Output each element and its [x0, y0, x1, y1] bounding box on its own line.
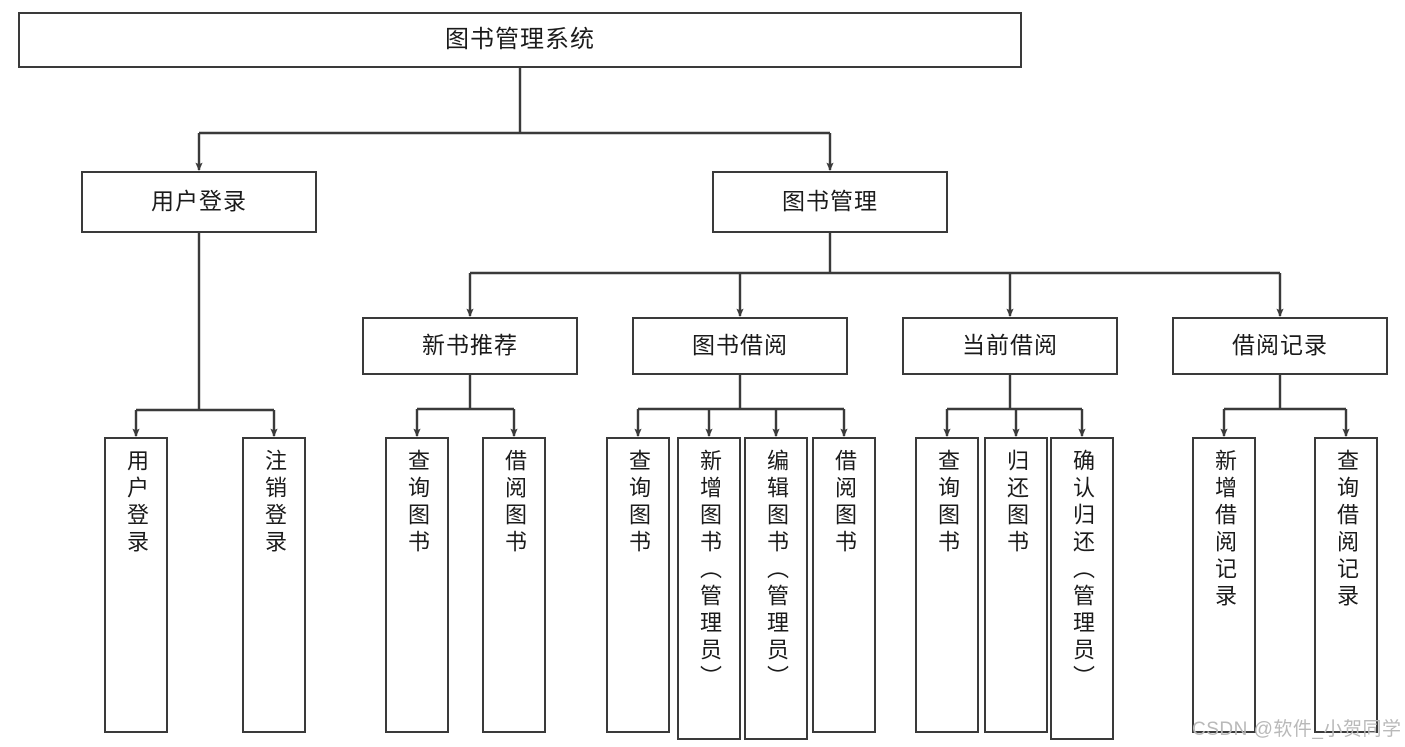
node-label: 新增借阅记录: [1212, 449, 1237, 611]
node-borrow-record[interactable]: 借阅记录: [1172, 317, 1388, 375]
node-label: 新增图书（管理员）: [697, 449, 722, 692]
node-leaf-query-book-2[interactable]: 查询图书: [606, 437, 670, 733]
node-new-book-rec[interactable]: 新书推荐: [362, 317, 578, 375]
edge-paths: [132, 68, 1350, 437]
node-leaf-logout-login[interactable]: 注销登录: [242, 437, 306, 733]
node-label: 新书推荐: [422, 332, 518, 359]
node-label: 查询借阅记录: [1334, 449, 1359, 611]
node-leaf-borrow-book-1[interactable]: 借阅图书: [482, 437, 546, 733]
node-label: 归还图书: [1004, 449, 1029, 557]
node-label: 图书管理系统: [445, 25, 595, 53]
node-root[interactable]: 图书管理系统: [18, 12, 1022, 68]
node-label: 查询图书: [405, 449, 430, 557]
node-label: 查询图书: [935, 449, 960, 557]
node-leaf-confirm-return[interactable]: 确认归还（管理员）: [1050, 437, 1114, 740]
node-label: 用户登录: [124, 449, 149, 557]
node-leaf-borrow-book-2[interactable]: 借阅图书: [812, 437, 876, 733]
node-leaf-query-book-3[interactable]: 查询图书: [915, 437, 979, 733]
node-book-manage[interactable]: 图书管理: [712, 171, 948, 233]
node-label: 注销登录: [262, 449, 287, 557]
node-leaf-add-record[interactable]: 新增借阅记录: [1192, 437, 1256, 733]
node-label: 借阅图书: [502, 449, 527, 557]
node-current-borrow[interactable]: 当前借阅: [902, 317, 1118, 375]
node-leaf-return-book[interactable]: 归还图书: [984, 437, 1048, 733]
node-book-borrow[interactable]: 图书借阅: [632, 317, 848, 375]
node-label: 确认归还（管理员）: [1070, 449, 1095, 692]
node-leaf-query-book-1[interactable]: 查询图书: [385, 437, 449, 733]
node-label: 借阅图书: [832, 449, 857, 557]
node-label: 图书管理: [782, 188, 878, 215]
node-user-login[interactable]: 用户登录: [81, 171, 317, 233]
node-label: 当前借阅: [962, 332, 1058, 359]
node-leaf-query-record[interactable]: 查询借阅记录: [1314, 437, 1378, 733]
node-label: 用户登录: [151, 188, 247, 215]
node-label: 借阅记录: [1232, 332, 1328, 359]
node-leaf-add-book[interactable]: 新增图书（管理员）: [677, 437, 741, 740]
node-leaf-user-login[interactable]: 用户登录: [104, 437, 168, 733]
node-label: 图书借阅: [692, 332, 788, 359]
node-leaf-edit-book[interactable]: 编辑图书（管理员）: [744, 437, 808, 740]
node-label: 查询图书: [626, 449, 651, 557]
node-label: 编辑图书（管理员）: [764, 449, 789, 692]
